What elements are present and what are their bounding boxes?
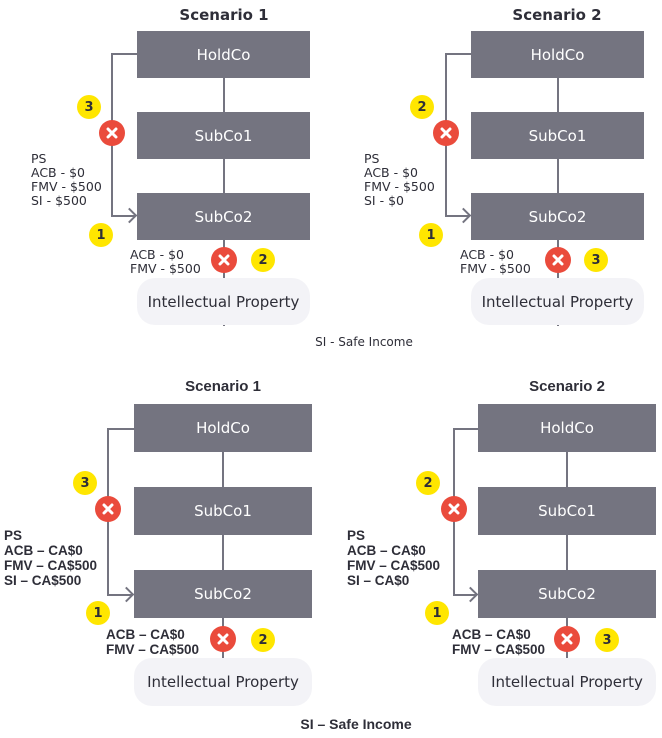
entity-subco1: SubCo1 xyxy=(137,112,310,159)
asset-intellectual-property: Intellectual Property xyxy=(137,278,310,325)
entity-subco2: SubCo2 xyxy=(478,570,656,618)
blocked-x-icon xyxy=(95,496,121,522)
share-label: PS ACB - $0 FMV - $500 SI - $500 xyxy=(31,152,102,208)
blocked-x-icon xyxy=(545,247,571,273)
share-fmv: FMV - $500 xyxy=(364,179,435,194)
blocked-x-icon xyxy=(211,247,237,273)
asset-label: ACB – CA$0 FMV – CA$500 xyxy=(106,627,199,657)
scenario-title: Scenario 1 xyxy=(179,6,269,24)
entity-holdco: HoldCo xyxy=(478,404,656,452)
scenario-title: Scenario 2 xyxy=(512,6,602,24)
step-badge-redemption: 3 xyxy=(73,471,97,495)
arrow-right-icon xyxy=(462,586,479,603)
legend-caption: SI - Safe Income xyxy=(315,335,413,349)
connector-line xyxy=(111,53,138,55)
asset-acb: ACB - $0 xyxy=(460,247,514,262)
share-label: PS ACB – CA$0 FMV – CA$500 SI – CA$500 xyxy=(4,528,97,588)
share-si: SI - $500 xyxy=(31,193,87,208)
scenario-1: Scenario 1 HoldCo SubCo1 SubCo2 Intellec… xyxy=(0,0,662,360)
share-type: PS xyxy=(4,528,23,543)
step-badge-share-issue: 1 xyxy=(89,223,113,247)
blocked-x-icon xyxy=(99,120,125,146)
share-type: PS xyxy=(347,528,366,543)
share-acb: ACB – CA$0 xyxy=(347,543,426,558)
asset-fmv: FMV - $500 xyxy=(460,261,531,276)
share-fmv: FMV – CA$500 xyxy=(4,558,98,573)
share-acb: ACB - $0 xyxy=(364,165,418,180)
asset-fmv: FMV - $500 xyxy=(130,261,201,276)
connector-line xyxy=(107,594,132,596)
asset-intellectual-property: Intellectual Property xyxy=(471,278,644,325)
asset-label: ACB - $0 FMV - $500 xyxy=(460,248,531,276)
step-badge-asset-transfer: 2 xyxy=(251,248,275,272)
asset-label: ACB - $0 FMV - $500 xyxy=(130,248,201,276)
share-acb: ACB - $0 xyxy=(31,165,85,180)
connector-line xyxy=(445,53,472,55)
asset-intellectual-property: Intellectual Property xyxy=(478,658,656,706)
blocked-x-icon xyxy=(210,626,236,652)
entity-subco2: SubCo2 xyxy=(471,193,644,240)
step-badge-asset-transfer: 2 xyxy=(251,628,275,652)
connector-line xyxy=(453,594,476,596)
step-badge-share-issue: 1 xyxy=(419,223,443,247)
share-label: PS ACB – CA$0 FMV – CA$500 SI – CA$0 xyxy=(347,528,440,588)
connector-line xyxy=(453,428,479,430)
asset-acb: ACB – CA$0 xyxy=(452,627,531,642)
entity-subco2: SubCo2 xyxy=(134,570,312,618)
entity-subco1: SubCo1 xyxy=(478,487,656,535)
entity-subco1: SubCo1 xyxy=(134,487,312,535)
scenario-title: Scenario 1 xyxy=(185,378,261,395)
legend-caption: SI – Safe Income xyxy=(300,716,412,732)
asset-fmv: FMV – CA$500 xyxy=(452,642,546,657)
asset-fmv: FMV – CA$500 xyxy=(106,642,200,657)
asset-acb: ACB - $0 xyxy=(130,247,184,262)
scenario-2: Scenario 2 HoldCo SubCo1 SubCo2 Intellec… xyxy=(0,0,662,360)
share-type: PS xyxy=(364,151,380,166)
entity-subco1: SubCo1 xyxy=(471,112,644,159)
diagram-top: Scenario 1 HoldCo SubCo1 SubCo2 Intellec… xyxy=(0,0,662,360)
share-fmv: FMV - $500 xyxy=(31,179,102,194)
share-type: PS xyxy=(31,151,47,166)
share-acb: ACB – CA$0 xyxy=(4,543,83,558)
step-badge-redemption: 2 xyxy=(410,95,434,119)
entity-holdco: HoldCo xyxy=(137,31,310,78)
entity-subco2: SubCo2 xyxy=(137,193,310,240)
share-si: SI – CA$500 xyxy=(4,573,82,588)
step-badge-asset-transfer: 3 xyxy=(584,248,608,272)
connector-line xyxy=(107,428,135,430)
share-si: SI – CA$0 xyxy=(347,573,410,588)
connector-line xyxy=(111,215,135,217)
blocked-x-icon xyxy=(441,496,467,522)
entity-holdco: HoldCo xyxy=(471,31,644,78)
share-fmv: FMV – CA$500 xyxy=(347,558,441,573)
blocked-x-icon xyxy=(554,626,580,652)
scenario-title: Scenario 2 xyxy=(529,378,605,395)
share-si: SI - $0 xyxy=(364,193,404,208)
blocked-x-icon xyxy=(433,120,459,146)
step-badge-redemption: 2 xyxy=(416,471,440,495)
entity-holdco: HoldCo xyxy=(134,404,312,452)
step-badge-redemption: 3 xyxy=(77,95,101,119)
asset-acb: ACB – CA$0 xyxy=(106,627,185,642)
share-label: PS ACB - $0 FMV - $500 SI - $0 xyxy=(364,152,435,208)
asset-intellectual-property: Intellectual Property xyxy=(134,658,312,706)
asset-label: ACB – CA$0 FMV – CA$500 xyxy=(452,627,545,657)
step-badge-share-issue: 1 xyxy=(86,601,110,625)
step-badge-asset-transfer: 3 xyxy=(595,628,619,652)
step-badge-share-issue: 1 xyxy=(425,601,449,625)
connector-line xyxy=(445,215,469,217)
